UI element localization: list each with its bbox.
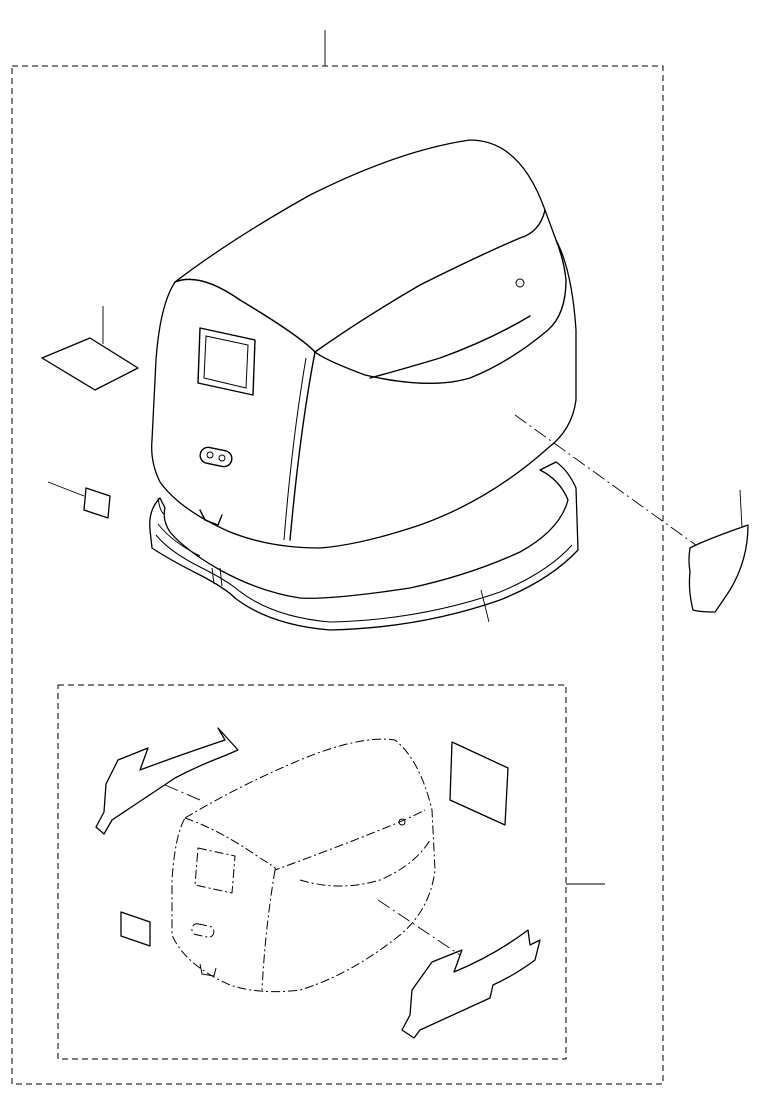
top-cowling xyxy=(149,139,701,631)
cowling-front-seam xyxy=(289,351,316,541)
cowling-window xyxy=(197,327,256,396)
lower-stripe-decal xyxy=(401,929,541,1039)
assembly-1-boundary xyxy=(11,65,664,1085)
label-plate-4 xyxy=(41,337,139,391)
cowling-latch xyxy=(199,446,233,468)
callout-2-leader xyxy=(480,589,490,623)
callout-5-leader xyxy=(47,481,85,497)
cowling-seal-gasket xyxy=(149,461,579,631)
label-5 xyxy=(83,487,111,519)
cowling-body xyxy=(151,139,577,549)
upper-stripe-decal xyxy=(95,727,239,835)
phantom-cowling xyxy=(171,738,436,993)
decal-6-centerline xyxy=(514,414,701,549)
right-panel-decal xyxy=(449,741,509,826)
small-decal-lower xyxy=(120,911,151,947)
side-decal-6 xyxy=(688,524,749,613)
decal-set-3-boundary xyxy=(57,684,567,1060)
stripe-centerline-upper xyxy=(164,784,201,801)
stripe-centerline-lower xyxy=(377,899,461,956)
callout-6-leader xyxy=(739,489,743,529)
